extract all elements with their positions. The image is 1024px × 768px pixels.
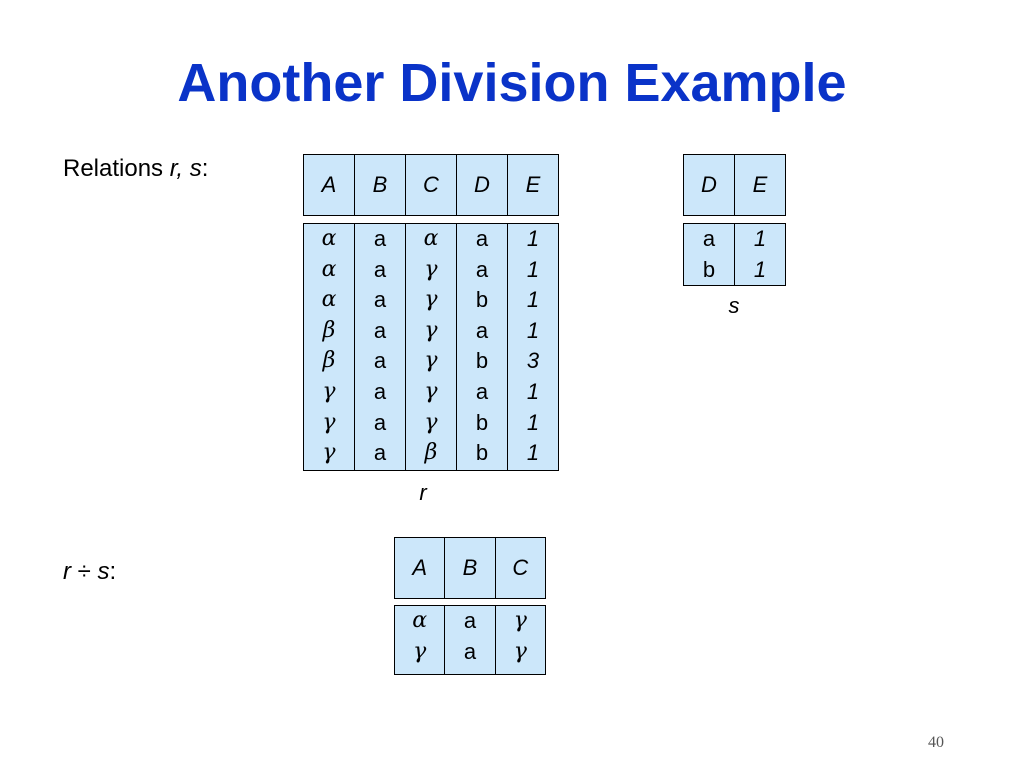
table-cell: a	[373, 287, 387, 313]
division-label: r ÷ s:	[63, 558, 116, 586]
table-cell: γ	[424, 317, 438, 343]
table-cell: b	[475, 287, 489, 313]
relation-r-header: A B C D E	[303, 154, 559, 216]
table-cell: a	[373, 378, 387, 404]
table-cell: a	[373, 409, 387, 435]
table-cell: b	[475, 440, 489, 466]
relations-label: Relations r, s:	[63, 155, 208, 183]
table-cell: 1	[753, 256, 767, 282]
table-cell: 1	[526, 226, 540, 251]
table-cell: b	[475, 409, 489, 435]
table-cell: β	[322, 317, 336, 343]
table-cell: a	[475, 226, 489, 251]
table-cell: a	[475, 256, 489, 282]
table-cell: γ	[322, 409, 336, 435]
table-cell: a	[463, 608, 477, 633]
table-cell: γ	[322, 440, 336, 466]
division-label-r: r	[63, 558, 71, 585]
table-cell: α	[412, 608, 428, 633]
table-cell: γ	[424, 409, 438, 435]
relation-r-caption: r	[419, 480, 427, 505]
table-cell: 1	[526, 440, 540, 466]
table-cell: b	[702, 256, 716, 282]
table-cell: α	[423, 226, 439, 251]
table-cell: 1	[526, 287, 540, 313]
table-cell: γ	[413, 638, 427, 664]
relations-label-prefix: Relations	[63, 155, 170, 182]
table-cell: 1	[526, 409, 540, 435]
header-row: A B C D E	[303, 154, 559, 216]
table-cell: a	[373, 317, 387, 343]
table-cell: γ	[513, 608, 527, 633]
table-cell: α	[321, 287, 337, 313]
table-cell: a	[463, 638, 477, 664]
relations-label-vars: r, s	[169, 155, 202, 182]
table-cell: γ	[424, 256, 438, 282]
column-header: E	[734, 154, 786, 216]
table-cell: 1	[526, 317, 540, 343]
column-header: B	[354, 154, 406, 216]
page-number: 40	[928, 734, 944, 751]
table-cell: α	[321, 226, 337, 251]
table-cell: a	[373, 256, 387, 282]
table-cell: β	[322, 348, 336, 374]
column-header: C	[405, 154, 457, 216]
table-cell: a	[373, 440, 387, 466]
division-operator: ÷	[77, 558, 91, 585]
result-header: A B C	[393, 537, 547, 599]
table-cell: a	[373, 226, 387, 251]
column-values-e: 1 1 1 1 3 1 1 1	[507, 223, 559, 471]
slide-title: Another Division Example	[177, 53, 847, 113]
table-cell: 1	[526, 256, 540, 282]
table-cell: γ	[513, 638, 527, 664]
table-cell: 3	[526, 348, 540, 374]
table-cell: β	[424, 440, 438, 466]
table-cell: a	[475, 317, 489, 343]
table-cell: a	[475, 378, 489, 404]
column-header: E	[507, 154, 559, 216]
column-header: A	[393, 537, 446, 599]
table-cell: α	[321, 256, 337, 282]
table-cell: γ	[424, 348, 438, 374]
division-label-s: s	[97, 558, 110, 585]
column-header: B	[444, 537, 496, 599]
relations-label-suffix: :	[201, 155, 209, 182]
header-row: A B C	[393, 537, 547, 599]
table-cell: a	[373, 348, 387, 374]
table-cell: γ	[424, 378, 438, 404]
table-cell: 1	[753, 226, 767, 251]
column-header: C	[494, 537, 547, 599]
column-header: D	[456, 154, 508, 216]
table-cell: 1	[526, 378, 540, 404]
header-row: D E	[683, 154, 786, 216]
relation-s-caption: s	[728, 293, 740, 318]
table-cell: b	[475, 348, 489, 374]
column-header: D	[683, 154, 735, 216]
table-cell: γ	[424, 287, 438, 313]
table-cell: a	[702, 226, 716, 251]
column-header: A	[303, 154, 355, 216]
division-label-suffix: :	[109, 558, 117, 585]
relation-s-header: D E	[683, 154, 786, 216]
table-cell: γ	[322, 378, 336, 404]
